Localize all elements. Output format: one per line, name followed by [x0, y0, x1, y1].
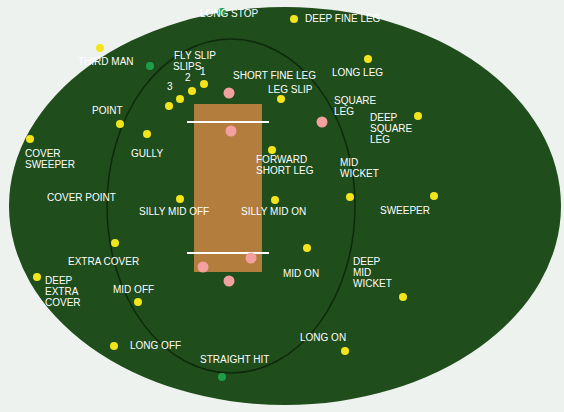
position-label: DEEP MID WICKET — [353, 256, 397, 289]
position-dot — [111, 239, 119, 247]
wicketkeeper-dot — [224, 88, 235, 99]
umpire-dot — [198, 262, 209, 273]
position-dot — [271, 196, 279, 204]
umpire-dot — [317, 117, 328, 128]
bowler-dot — [224, 276, 235, 287]
position-label: DEEP FINE LEG — [305, 13, 380, 24]
optional-positions — [146, 8, 226, 381]
position-dot — [414, 112, 422, 120]
position-dot — [277, 95, 285, 103]
position-dot — [399, 293, 407, 301]
position-label: SILLY MID ON — [241, 206, 306, 217]
position-dot — [33, 273, 41, 281]
position-dot — [176, 95, 184, 103]
position-label: LONG STOP — [200, 8, 258, 19]
fielder-dots — [26, 15, 438, 355]
position-dot — [116, 120, 124, 128]
position-dot — [200, 80, 208, 88]
position-dot — [303, 244, 311, 252]
position-label: SLIPS — [173, 61, 201, 72]
position-dot — [110, 342, 118, 350]
position-dot — [341, 347, 349, 355]
umpires-and-batsmen — [198, 88, 328, 287]
position-dot — [143, 130, 151, 138]
position-dot — [188, 87, 196, 95]
position-dot — [134, 298, 142, 306]
position-label: GULLY — [131, 148, 163, 159]
position-dot — [96, 44, 104, 52]
position-label: 3 — [167, 81, 173, 92]
position-label: LEG SLIP — [268, 84, 312, 95]
position-label: LONG ON — [300, 332, 346, 343]
position-label: POINT — [92, 105, 123, 116]
position-dot — [364, 55, 372, 63]
batsman-dot — [246, 253, 257, 264]
position-dot — [290, 15, 298, 23]
position-dot — [26, 135, 34, 143]
outfield — [9, 7, 561, 405]
position-label: MID OFF — [113, 284, 154, 295]
position-label: MID WICKET — [340, 157, 376, 179]
position-label: FLY SLIP — [174, 50, 216, 61]
position-label: LONG OFF — [130, 340, 181, 351]
position-label: SILLY MID OFF — [139, 206, 209, 217]
position-dot — [430, 192, 438, 200]
position-label: DEEP SQUARE LEG — [370, 112, 432, 145]
inner-circle — [107, 39, 355, 373]
position-dot — [146, 62, 154, 70]
position-dot — [218, 373, 226, 381]
position-label: 2 — [185, 72, 191, 83]
position-label: FORWARD SHORT LEG — [256, 154, 318, 176]
position-label: MID ON — [283, 268, 319, 279]
position-label: DEEP EXTRA COVER — [45, 275, 97, 308]
position-dot — [165, 102, 173, 110]
position-label: THIRD MAN — [78, 56, 134, 67]
batsman-dot — [226, 126, 237, 137]
position-label: LONG LEG — [332, 67, 383, 78]
position-label: STRAIGHT HIT — [200, 354, 269, 365]
position-dot — [268, 146, 276, 154]
position-label: SWEEPER — [380, 205, 430, 216]
position-label: SQUARE LEG — [334, 95, 376, 117]
position-label: 1 — [200, 66, 206, 77]
position-label: COVER SWEEPER — [25, 148, 75, 170]
crease — [187, 252, 269, 254]
pitch — [194, 104, 262, 272]
position-label: SHORT FINE LEG — [233, 70, 316, 81]
position-label: COVER POINT — [47, 192, 116, 203]
crease — [187, 121, 269, 123]
position-label: EXTRA COVER — [68, 256, 139, 267]
position-dot — [176, 195, 184, 203]
position-dot — [346, 193, 354, 201]
